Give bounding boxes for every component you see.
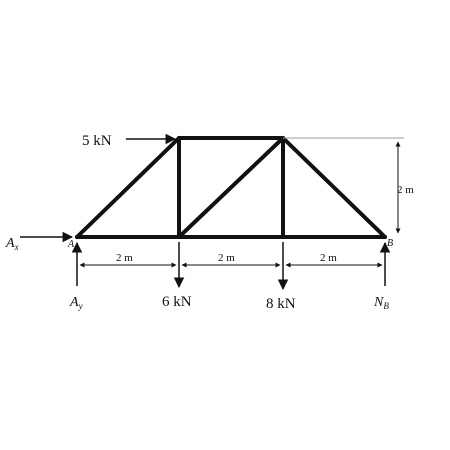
center-diagonal-member: [177, 136, 285, 239]
span-2-label: 2 m: [218, 252, 235, 264]
mid-right-load-label: 8 kN: [266, 296, 296, 312]
joint-a-label: A: [67, 239, 75, 250]
right-diagonal-member: [281, 136, 387, 239]
joint-b-label: B: [387, 238, 393, 249]
height-dimension-label: 2 m: [397, 184, 414, 196]
mid-left-load-label: 6 kN: [162, 294, 192, 310]
span-1-label: 2 m: [116, 252, 133, 264]
truss-members: [75, 136, 387, 239]
ay-reaction-label: Ay: [69, 295, 83, 311]
top-load-label: 5 kN: [82, 133, 112, 149]
nb-reaction-label: NB: [373, 295, 389, 311]
left-diagonal-member: [75, 136, 181, 239]
ax-reaction-label: Ax: [5, 236, 19, 252]
span-3-label: 2 m: [320, 252, 337, 264]
